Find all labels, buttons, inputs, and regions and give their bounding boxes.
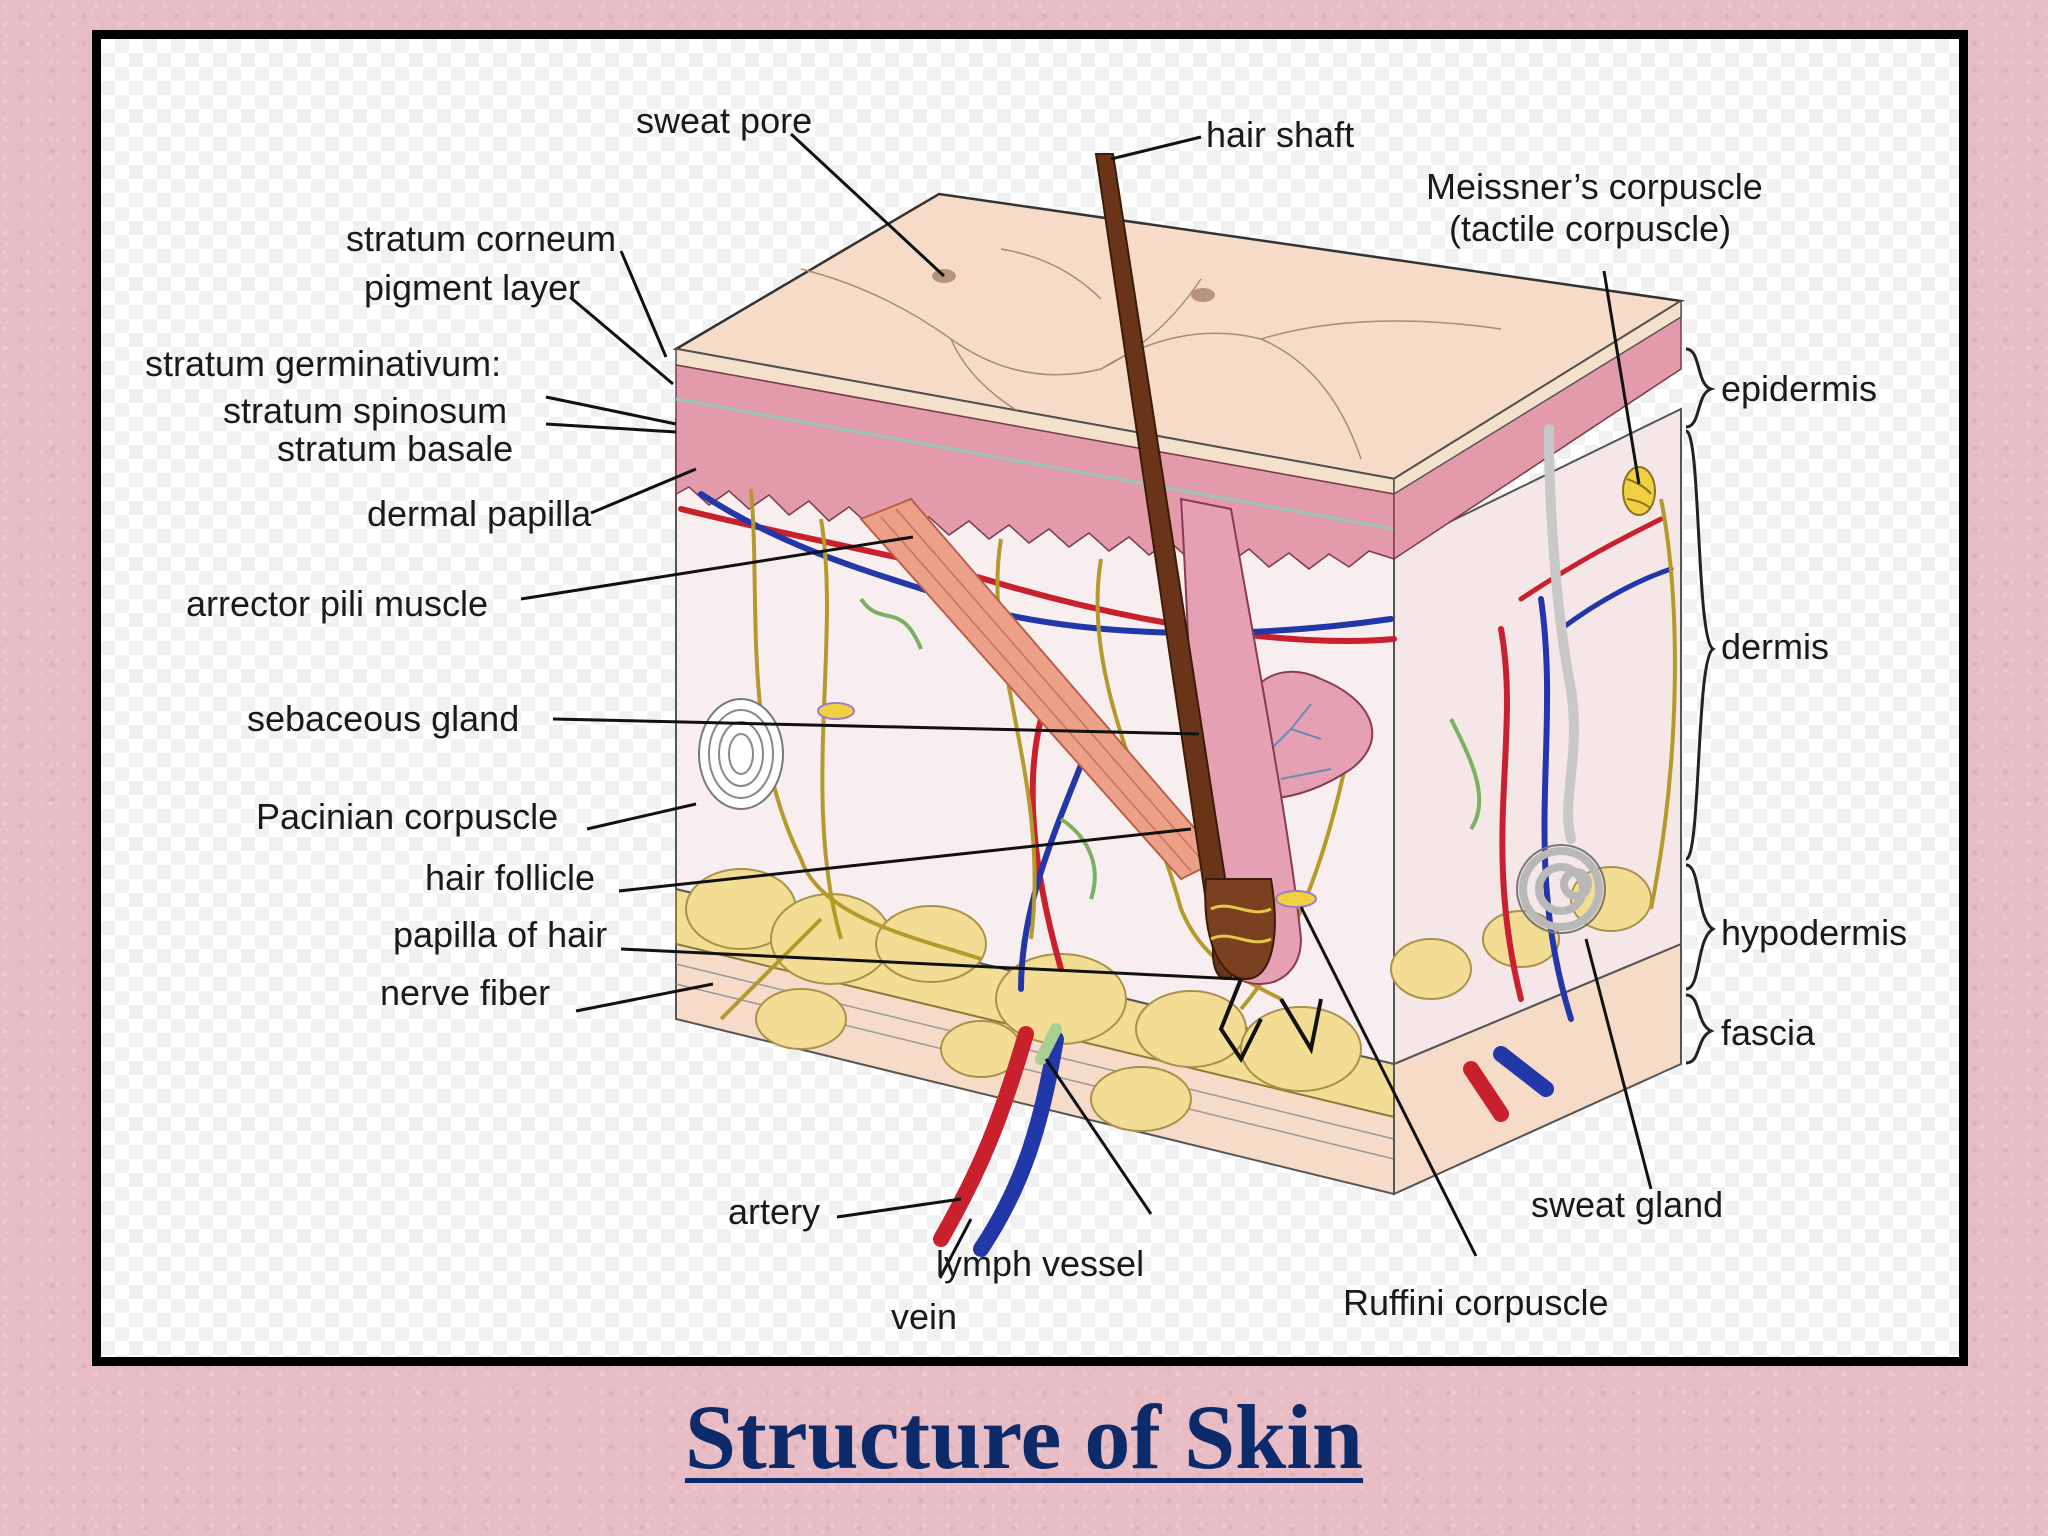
sweat-gland-outline xyxy=(1516,844,1606,934)
label-pigment-layer: pigment layer xyxy=(364,267,580,308)
label-stratum-basale: stratum basale xyxy=(277,428,513,469)
meissner-corpuscle xyxy=(1622,466,1656,516)
label-meissner-line1: Meissner’s corpuscle xyxy=(1426,166,1763,207)
sweat-duct xyxy=(1544,424,1579,844)
label-sweat-pore: sweat pore xyxy=(636,100,812,141)
label-epidermis: epidermis xyxy=(1721,368,1877,409)
label-lymph-vessel: lymph vessel xyxy=(936,1243,1144,1284)
diagram-frame: sweat pore hair shaft Meissner’s corpusc… xyxy=(92,30,1968,1366)
pacinian-corpuscle xyxy=(698,698,784,810)
label-hypodermis: hypodermis xyxy=(1721,912,1907,953)
label-ruffini-corpuscle: Ruffini corpuscle xyxy=(1343,1282,1608,1323)
label-sebaceous-gland: sebaceous gland xyxy=(247,698,519,739)
deep-vessels xyxy=(933,1026,1554,1257)
label-stratum-spinosum: stratum spinosum xyxy=(223,390,507,431)
label-stratum-corneum: stratum corneum xyxy=(346,218,616,259)
hair-bulb xyxy=(1204,878,1276,981)
label-arrector-pili-muscle: arrector pili muscle xyxy=(186,583,488,624)
label-dermal-papilla: dermal papilla xyxy=(367,493,592,534)
skin-diagram: sweat pore hair shaft Meissner’s corpusc… xyxy=(145,100,1907,1337)
leader-lines xyxy=(520,132,1653,1279)
label-meissner-line2: (tactile corpuscle) xyxy=(1449,208,1731,249)
label-vein: vein xyxy=(891,1296,957,1337)
sweat-gland xyxy=(1519,847,1603,931)
label-stratum-germinativum: stratum germinativum: xyxy=(145,343,501,384)
label-dermis: dermis xyxy=(1721,626,1829,667)
papilla-vessels xyxy=(1218,978,1323,1063)
free-nerve-endings xyxy=(817,702,1317,908)
label-pacinian-corpuscle: Pacinian corpuscle xyxy=(256,796,558,837)
label-nerve-fiber: nerve fiber xyxy=(380,972,550,1013)
label-sweat-gland: sweat gland xyxy=(1531,1184,1723,1225)
label-hair-shaft: hair shaft xyxy=(1206,114,1354,155)
label-papilla-of-hair: papilla of hair xyxy=(393,914,607,955)
label-hair-follicle: hair follicle xyxy=(425,857,595,898)
diagram-title: Structure of Skin xyxy=(684,1386,1364,1488)
lymph-capillaries xyxy=(859,597,1482,900)
layer-braces xyxy=(1684,347,1716,1065)
lymph-vessel xyxy=(1035,1023,1062,1065)
hair-root-nerves xyxy=(1210,904,1272,944)
label-fascia: fascia xyxy=(1721,1012,1816,1053)
muscle-striations xyxy=(880,508,1207,872)
label-artery: artery xyxy=(728,1191,820,1232)
